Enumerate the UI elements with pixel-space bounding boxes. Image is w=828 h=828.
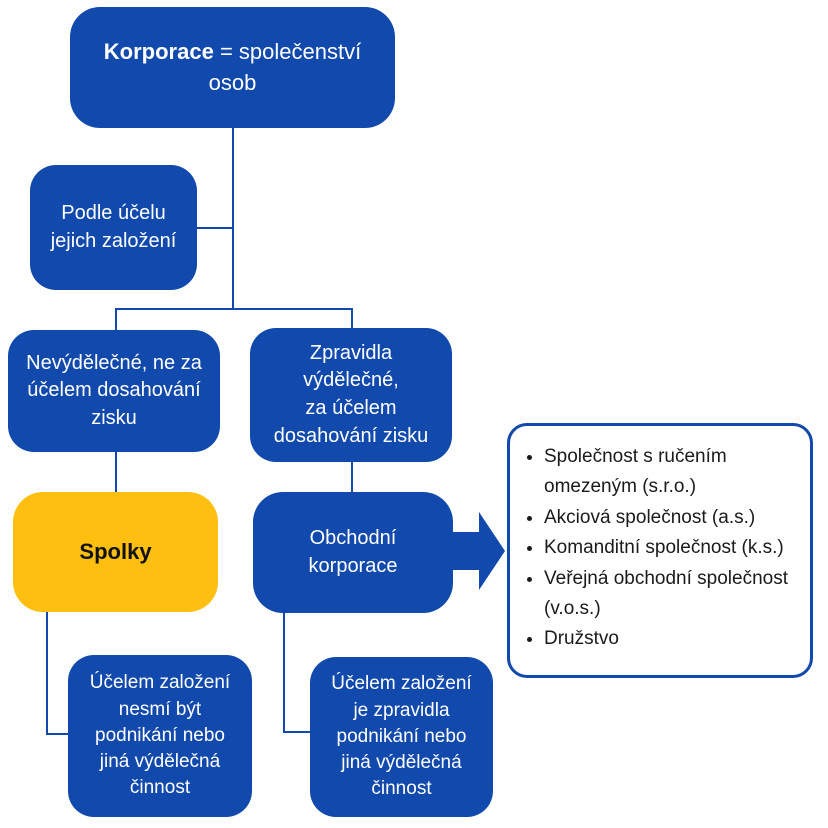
node-criterion: Podle účelu jejich založení bbox=[30, 165, 197, 290]
obchodni-purpose-label: Účelem založení je zpravidla podnikání n… bbox=[331, 673, 472, 800]
connector-criterion bbox=[196, 227, 234, 229]
korporace-term: Korporace bbox=[103, 39, 214, 65]
node-obchodni-label: Obchodní korporace bbox=[308, 526, 398, 577]
connector-branch bbox=[115, 308, 353, 310]
connector-root-down bbox=[232, 127, 234, 310]
korporace-definition: = společenství osob bbox=[208, 39, 362, 95]
node-nonprofit-branch: Nevýdělečné, ne za účelem dosahování zis… bbox=[8, 330, 220, 452]
list-item: Komanditní společnost (k.s.) bbox=[544, 533, 802, 563]
connector-branch-right-drop bbox=[351, 308, 353, 330]
node-korporace: Korporace = společenství osob bbox=[70, 7, 395, 128]
node-profit-label: Zpravidla výdělečné, za účelem dosahován… bbox=[273, 341, 429, 447]
company-types-list: Společnost s ručením omezeným (s.r.o.) A… bbox=[520, 442, 802, 655]
list-item: Akciová společnost (a.s.) bbox=[544, 503, 802, 533]
connector-left-to-spolky bbox=[115, 452, 117, 494]
connector-right-to-obchodni bbox=[351, 462, 353, 494]
node-nonprofit-label: Nevýdělečné, ne za účelem dosahování zis… bbox=[26, 351, 202, 429]
list-item: Družstvo bbox=[544, 624, 802, 654]
connector-obchodni-elbow-h bbox=[283, 731, 312, 733]
node-spolky: Spolky bbox=[13, 492, 218, 612]
list-item: Veřejná obchodní společnost (v.o.s.) bbox=[544, 564, 802, 625]
node-spolky-purpose-note: Účelem založení nesmí být podnikání nebo… bbox=[68, 655, 252, 817]
company-types-panel: Společnost s ručením omezeným (s.r.o.) A… bbox=[507, 423, 813, 678]
connector-spolky-elbow-h bbox=[46, 733, 70, 735]
list-item: Společnost s ručením omezeným (s.r.o.) bbox=[544, 442, 802, 503]
node-spolky-label: Spolky bbox=[79, 538, 152, 564]
node-criterion-label: Podle účelu jejich založení bbox=[50, 201, 177, 252]
node-profit-branch: Zpravidla výdělečné, za účelem dosahován… bbox=[250, 328, 452, 462]
right-block-arrow-icon bbox=[453, 512, 505, 590]
connector-spolky-elbow-v bbox=[46, 612, 48, 735]
connector-obchodni-elbow-v bbox=[283, 613, 285, 733]
node-korporace-label: Korporace = společenství osob bbox=[78, 37, 387, 98]
spolky-purpose-label: Účelem založení nesmí být podnikání nebo… bbox=[89, 672, 231, 799]
node-obchodni-purpose-note: Účelem založení je zpravidla podnikání n… bbox=[310, 657, 493, 817]
node-obchodni-korporace: Obchodní korporace bbox=[253, 492, 453, 613]
connector-branch-left-drop bbox=[115, 308, 117, 332]
